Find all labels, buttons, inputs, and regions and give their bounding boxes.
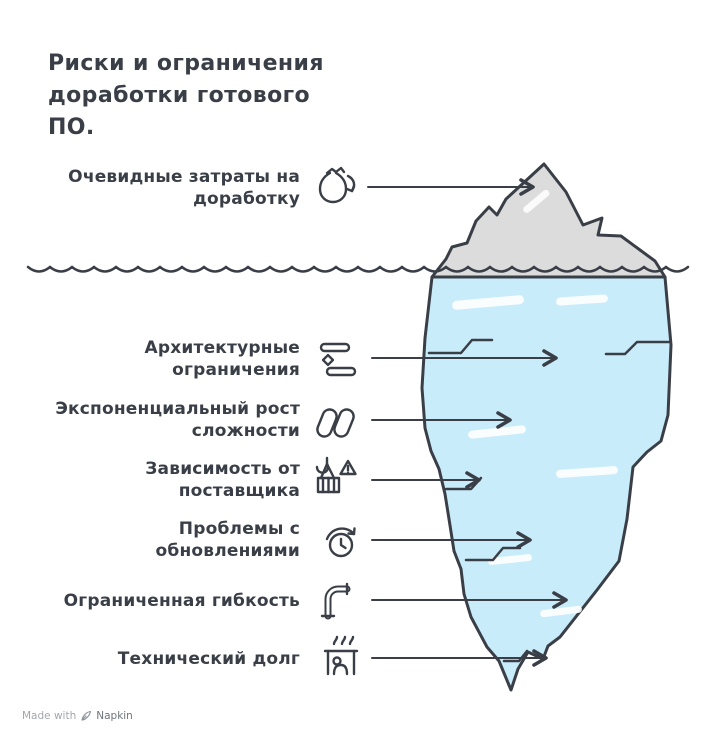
watermark: Made with Napkin xyxy=(22,710,133,722)
quill-icon xyxy=(81,710,92,721)
iceberg-above-water xyxy=(430,162,667,279)
label-obvious-costs: Очевидные затраты на доработку xyxy=(68,167,300,210)
crane-warning-icon xyxy=(315,456,357,494)
iceberg-below-water xyxy=(420,275,673,692)
tip-highlight xyxy=(523,189,550,213)
label-update-problems: Проблемы с обновлениями xyxy=(155,519,300,562)
page-title: Риски и ограничения доработки готового П… xyxy=(48,51,324,140)
update-cycle-icon xyxy=(325,527,356,558)
capsules-icon xyxy=(316,408,355,438)
connector-arrows xyxy=(367,178,568,667)
desk-figure-icon xyxy=(323,635,359,676)
label-vendor-lockin: Зависимость от поставщика xyxy=(145,459,300,502)
waterline xyxy=(26,265,690,273)
ice-facet-lines xyxy=(427,338,671,663)
label-limited-flexibility: Ограниченная гибкость xyxy=(63,591,300,611)
bent-pipe-icon xyxy=(320,582,351,620)
made-with-text: Made with xyxy=(22,710,77,722)
label-technical-debt: Технический долг xyxy=(117,649,300,669)
label-complexity: Экспоненциальный рост сложности xyxy=(55,399,300,442)
ice-highlights xyxy=(452,294,618,618)
sliders-icon xyxy=(319,342,357,377)
label-architecture: Архитектурные ограничения xyxy=(144,338,300,381)
money-bag-icon xyxy=(318,166,356,204)
brand-text: Napkin xyxy=(96,710,133,722)
